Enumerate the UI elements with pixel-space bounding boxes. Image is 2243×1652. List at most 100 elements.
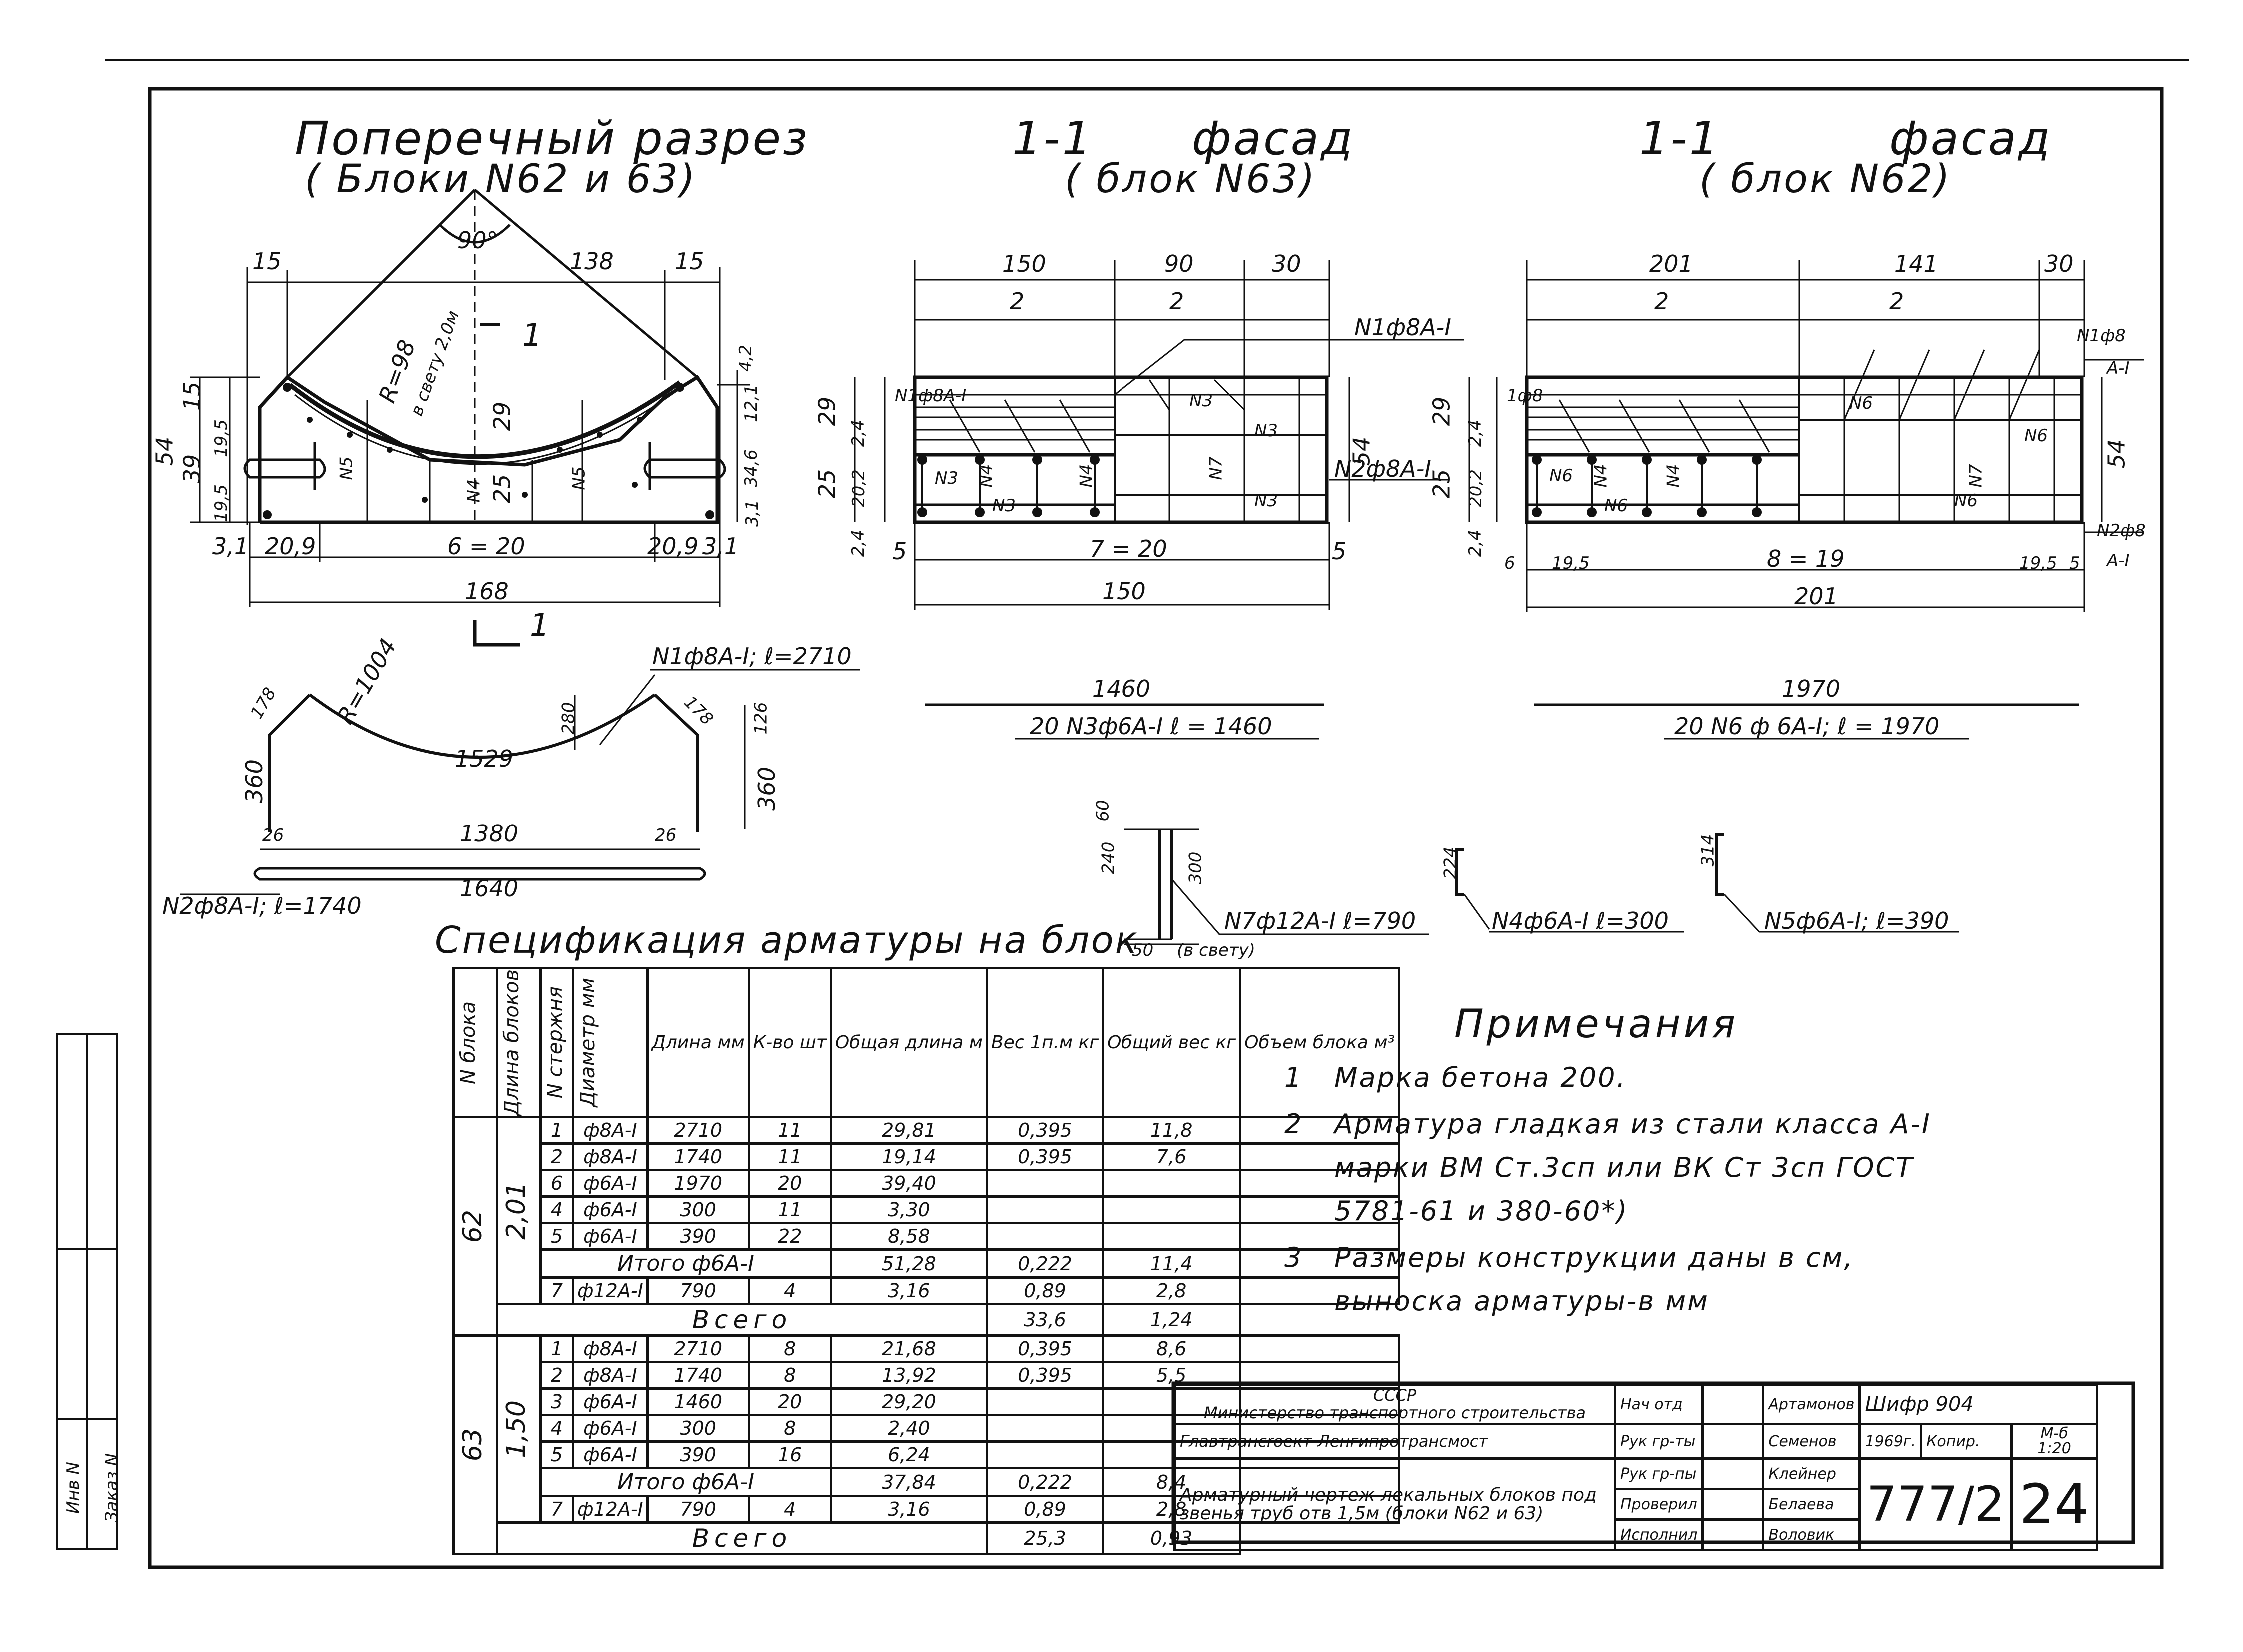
bar-label: N1ф8А-I; ℓ=2710 [652,643,852,670]
dim: 5 [1332,538,1347,565]
dim: 29 [1428,396,1455,426]
dim: 90 [1164,250,1194,277]
block-id: 62 [452,1116,498,1337]
margin-stamp [56,1033,118,1550]
bar-mark: N4 [1591,464,1611,488]
facade-62-view [1468,260,2144,740]
small-bars [1124,828,1959,945]
spec-header: Общий вес кг [1102,966,1242,1119]
dim: 300 [1185,851,1206,884]
dim: 26 [655,826,677,845]
dim: 4,2 [736,344,756,372]
bar-mark: N3 [992,496,1016,516]
dim: 30 [1272,250,1301,277]
bar-mark: N6 [1954,491,1978,511]
dim: 2,4 [1465,419,1486,447]
bar-mark: N6 [2024,426,2048,446]
note-2-line3: 5781-61 и 380-60*) [1334,1195,1629,1227]
dim: 126 [751,702,771,735]
dim: 2 [1010,288,1025,315]
dim: 20,2 [1465,469,1486,507]
dim: 3,1 [212,533,249,560]
bar-label: 1ф8 [1507,386,1543,406]
org-name: СССР Министерство транспортного строител… [1173,1383,1616,1426]
dim: 150 [1002,250,1046,277]
dim: 12,1 [741,384,761,422]
dim: 15 [178,381,206,411]
dim: 29 [813,396,841,426]
dim: 240 [1098,841,1119,874]
dim: 201 [1649,250,1693,277]
dim: 360 [240,759,268,803]
dim: 19,5 [211,484,231,522]
dim: 2 [1654,288,1669,315]
dim: 2,4 [848,419,869,447]
inner-frame [148,87,2164,1569]
dim: 54 [1348,436,1375,466]
cipher: Шифр 904 [1858,1383,2099,1426]
dim: 60 [1093,800,1113,822]
dim: 8 = 19 [1767,545,1845,572]
dim: 39 [178,454,206,484]
spec-header: К-во шт [747,966,832,1119]
bar-length: 1460 [1092,675,1151,702]
dim: 5 [892,538,907,565]
dim: 50 [1132,940,1154,960]
spec-header: Вес 1п.м кг [985,966,1105,1119]
bar-mark: N3 [1189,391,1213,411]
bar-label: N5ф6А-I; ℓ=390 [1764,907,1949,934]
facade63-title2: фасад [1192,112,1355,165]
dim: 138 [570,248,614,275]
dim: 25 [1428,469,1455,499]
spec-header: Общая длина м [829,966,988,1119]
spec-header: Длина блоков [496,966,542,1119]
spec-header: Объем блока м³ [1239,966,1400,1119]
bar-label: N2ф8 [2097,521,2146,541]
bar-mark: N3 [935,468,959,488]
dim: 3,1 [742,499,763,527]
section-mark: 1 [522,317,542,353]
block-length: 1,50 [496,1334,542,1524]
dim: 15 [675,248,704,275]
spec-title: Спецификация арматуры на блок [435,919,1139,962]
facade62-subtitle: ( блок N62) [1699,157,1952,202]
dim: 19,5 [211,419,231,457]
spec-header: N блока [452,966,498,1119]
dim: 201 [1794,583,1838,610]
bar-mark: N3 [1254,491,1278,511]
bar-mark: N6 [1549,466,1573,486]
bar-mark: N4 [1076,464,1097,488]
bar-mark: N6 [1604,496,1628,516]
drawing-number: 777/2 [1858,1457,2013,1552]
bar-label: N2ф8А-I; ℓ=1740 [162,892,362,919]
bar-label: 20 N3ф6А-I ℓ = 1460 [1030,713,1272,740]
dim: 3,1 [702,533,739,560]
dim: 314 [1698,834,1718,867]
dim: 6 [1504,553,1515,573]
note-3-line2: выноска арматуры-в мм [1334,1285,1709,1317]
bar-mark: N4 [464,479,484,503]
bar-label: А-I [2107,551,2130,571]
dim: 168 [465,578,509,605]
bar-mark: N5 [336,456,357,480]
margin-stamp-inv: Инв N [63,1462,83,1514]
block-length: 2,01 [496,1116,542,1306]
bar-label: N1ф8А-I [1354,314,1451,341]
dim: 2,4 [848,529,869,557]
notes-heading: Примечания [1454,1002,1739,1047]
drawing-name: Арматурный чертеж лекальных блоков под з… [1173,1457,1616,1552]
dim: 150 [1102,578,1146,605]
dim: 360 [753,767,780,811]
dim: 30 [2044,250,2074,277]
bar-mark: N3 [1254,421,1278,441]
dim: 26 [262,826,284,845]
bar-label: А-I [2107,358,2130,378]
dim: 19,5 [1552,553,1590,573]
margin-stamp-order: Заказ N [102,1453,122,1523]
dim: 7 = 20 [1090,535,1167,562]
cross-section-view [190,189,750,647]
